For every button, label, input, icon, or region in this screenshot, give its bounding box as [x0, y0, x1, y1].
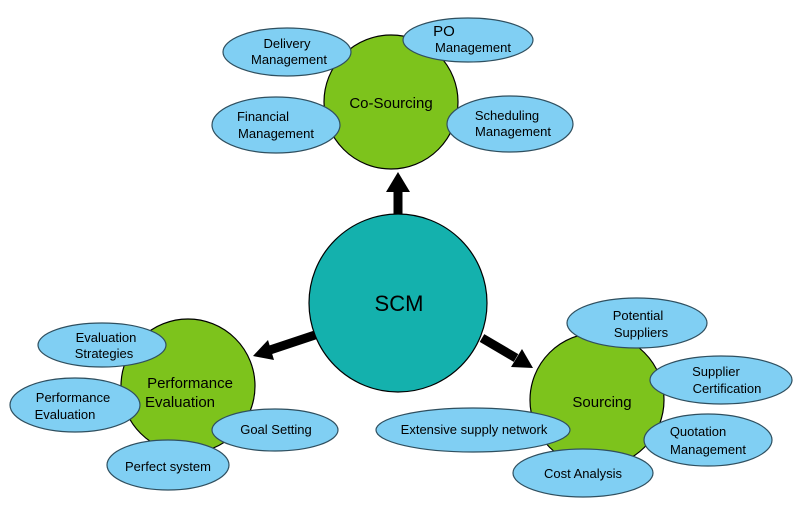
- financial-management-line2: Management: [238, 126, 314, 141]
- evaluation-strategies-line1: Evaluation: [76, 330, 137, 345]
- perfect-system-label: Perfect system: [125, 459, 211, 474]
- po-management-node: [402, 17, 534, 63]
- extensive-supply-network-node: [375, 407, 571, 453]
- cost-analysis-node: [512, 448, 654, 498]
- scm-center: [308, 213, 488, 393]
- performance-evaluation-label-line2: Evaluation: [145, 394, 215, 411]
- supplier-certification-node: [649, 355, 793, 405]
- sourcing-label: Sourcing: [572, 394, 631, 411]
- performance-evaluation-node-line2: Evaluation: [35, 407, 96, 422]
- potential-suppliers-node: [566, 297, 708, 349]
- goal-setting-label: Goal Setting: [240, 422, 312, 437]
- scm-label: SCM: [375, 291, 424, 316]
- performance-evaluation-label-line1: Performance: [147, 375, 233, 392]
- potential-suppliers-line2: Suppliers: [614, 325, 669, 340]
- evaluation-strategies-line2: Strategies: [75, 346, 134, 361]
- evaluation-strategies-node: [37, 322, 167, 368]
- extensive-supply-network-label: Extensive supply network: [401, 422, 548, 437]
- po-management-line2: Management: [435, 40, 511, 55]
- performance-evaluation-node-line1: Performance: [36, 390, 110, 405]
- supplier-certification-line1: Supplier: [692, 364, 740, 379]
- scheduling-management-line2: Management: [475, 124, 551, 139]
- performance-evaluation-node: [9, 377, 141, 433]
- supplier-certification-line2: Certification: [693, 381, 762, 396]
- scheduling-management-line1: Scheduling: [475, 108, 539, 123]
- financial-management-line1: Financial: [237, 109, 289, 124]
- co-sourcing-label: Co-Sourcing: [349, 95, 432, 112]
- cost-analysis-label: Cost Analysis: [544, 466, 623, 481]
- delivery-management-node: [222, 27, 352, 77]
- financial-management-node: [211, 96, 341, 154]
- quotation-management-node: [643, 413, 773, 467]
- po-management-line1: PO: [433, 23, 455, 40]
- delivery-management-line1: Delivery: [264, 36, 311, 51]
- arrow-to-sourcing: [479, 334, 533, 368]
- quotation-management-line2: Management: [670, 442, 746, 457]
- co-sourcing-hub: [323, 34, 459, 170]
- quotation-management-line1: Quotation: [670, 424, 726, 439]
- arrow-to-performance-evaluation: [253, 329, 320, 360]
- scheduling-management-node: [446, 95, 574, 153]
- potential-suppliers-line1: Potential: [613, 308, 664, 323]
- delivery-management-line2: Management: [251, 52, 327, 67]
- arrow-to-co-sourcing: [386, 172, 410, 214]
- goal-setting-node: [211, 408, 339, 452]
- perfect-system-node: [106, 439, 230, 491]
